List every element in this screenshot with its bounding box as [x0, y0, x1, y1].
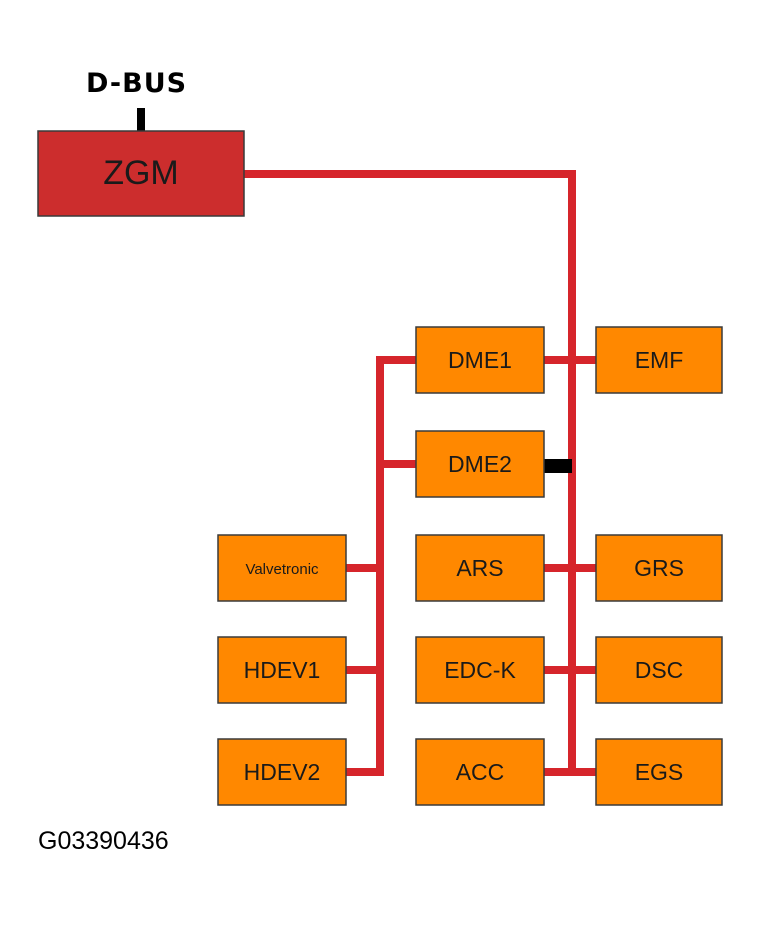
zgm-gateway: ZGM	[37, 130, 245, 217]
wire-zgm-horizontal	[244, 170, 576, 178]
d-bus-label: D-BUS	[86, 68, 188, 99]
d-bus-connector	[137, 108, 145, 132]
bus-terminator	[544, 459, 572, 473]
valvetronic-label: Valvetronic	[245, 561, 319, 578]
hdev1-label: HDEV1	[244, 657, 321, 683]
module-edck: EDC-K	[415, 636, 545, 704]
module-valvetronic: Valvetronic	[217, 534, 347, 602]
dme1-label: DME1	[448, 347, 512, 373]
wire-dme1-left	[376, 356, 416, 364]
emf-label: EMF	[635, 347, 684, 373]
zgm-label: ZGM	[103, 154, 179, 192]
wire-dme1-emf	[544, 356, 596, 364]
dme2-label: DME2	[448, 451, 512, 477]
ars-label: ARS	[456, 555, 503, 581]
edck-label: EDC-K	[444, 657, 516, 683]
acc-label: ACC	[456, 759, 505, 785]
hdev2-label: HDEV2	[244, 759, 321, 785]
wire-hdev1	[346, 666, 384, 674]
wire-hdev2	[346, 768, 384, 776]
module-dme2: DME2	[415, 430, 545, 498]
module-acc: ACC	[415, 738, 545, 806]
egs-label: EGS	[635, 759, 684, 785]
module-egs: EGS	[595, 738, 723, 806]
wire-acc-egs	[544, 768, 596, 776]
module-hdev1: HDEV1	[217, 636, 347, 704]
wire-valvetronic	[346, 564, 384, 572]
wire-edck-dsc	[544, 666, 596, 674]
module-ars: ARS	[415, 534, 545, 602]
zgm-box	[37, 130, 245, 217]
module-emf: EMF	[595, 326, 723, 394]
dsc-label: DSC	[635, 657, 684, 683]
module-hdev2: HDEV2	[217, 738, 347, 806]
module-grs: GRS	[595, 534, 723, 602]
figure-id: G03390436	[38, 827, 169, 855]
module-dsc: DSC	[595, 636, 723, 704]
wire-ars-grs	[544, 564, 596, 572]
module-dme1: DME1	[415, 326, 545, 394]
grs-label: GRS	[634, 555, 684, 581]
wire-dme2-left	[376, 460, 416, 468]
